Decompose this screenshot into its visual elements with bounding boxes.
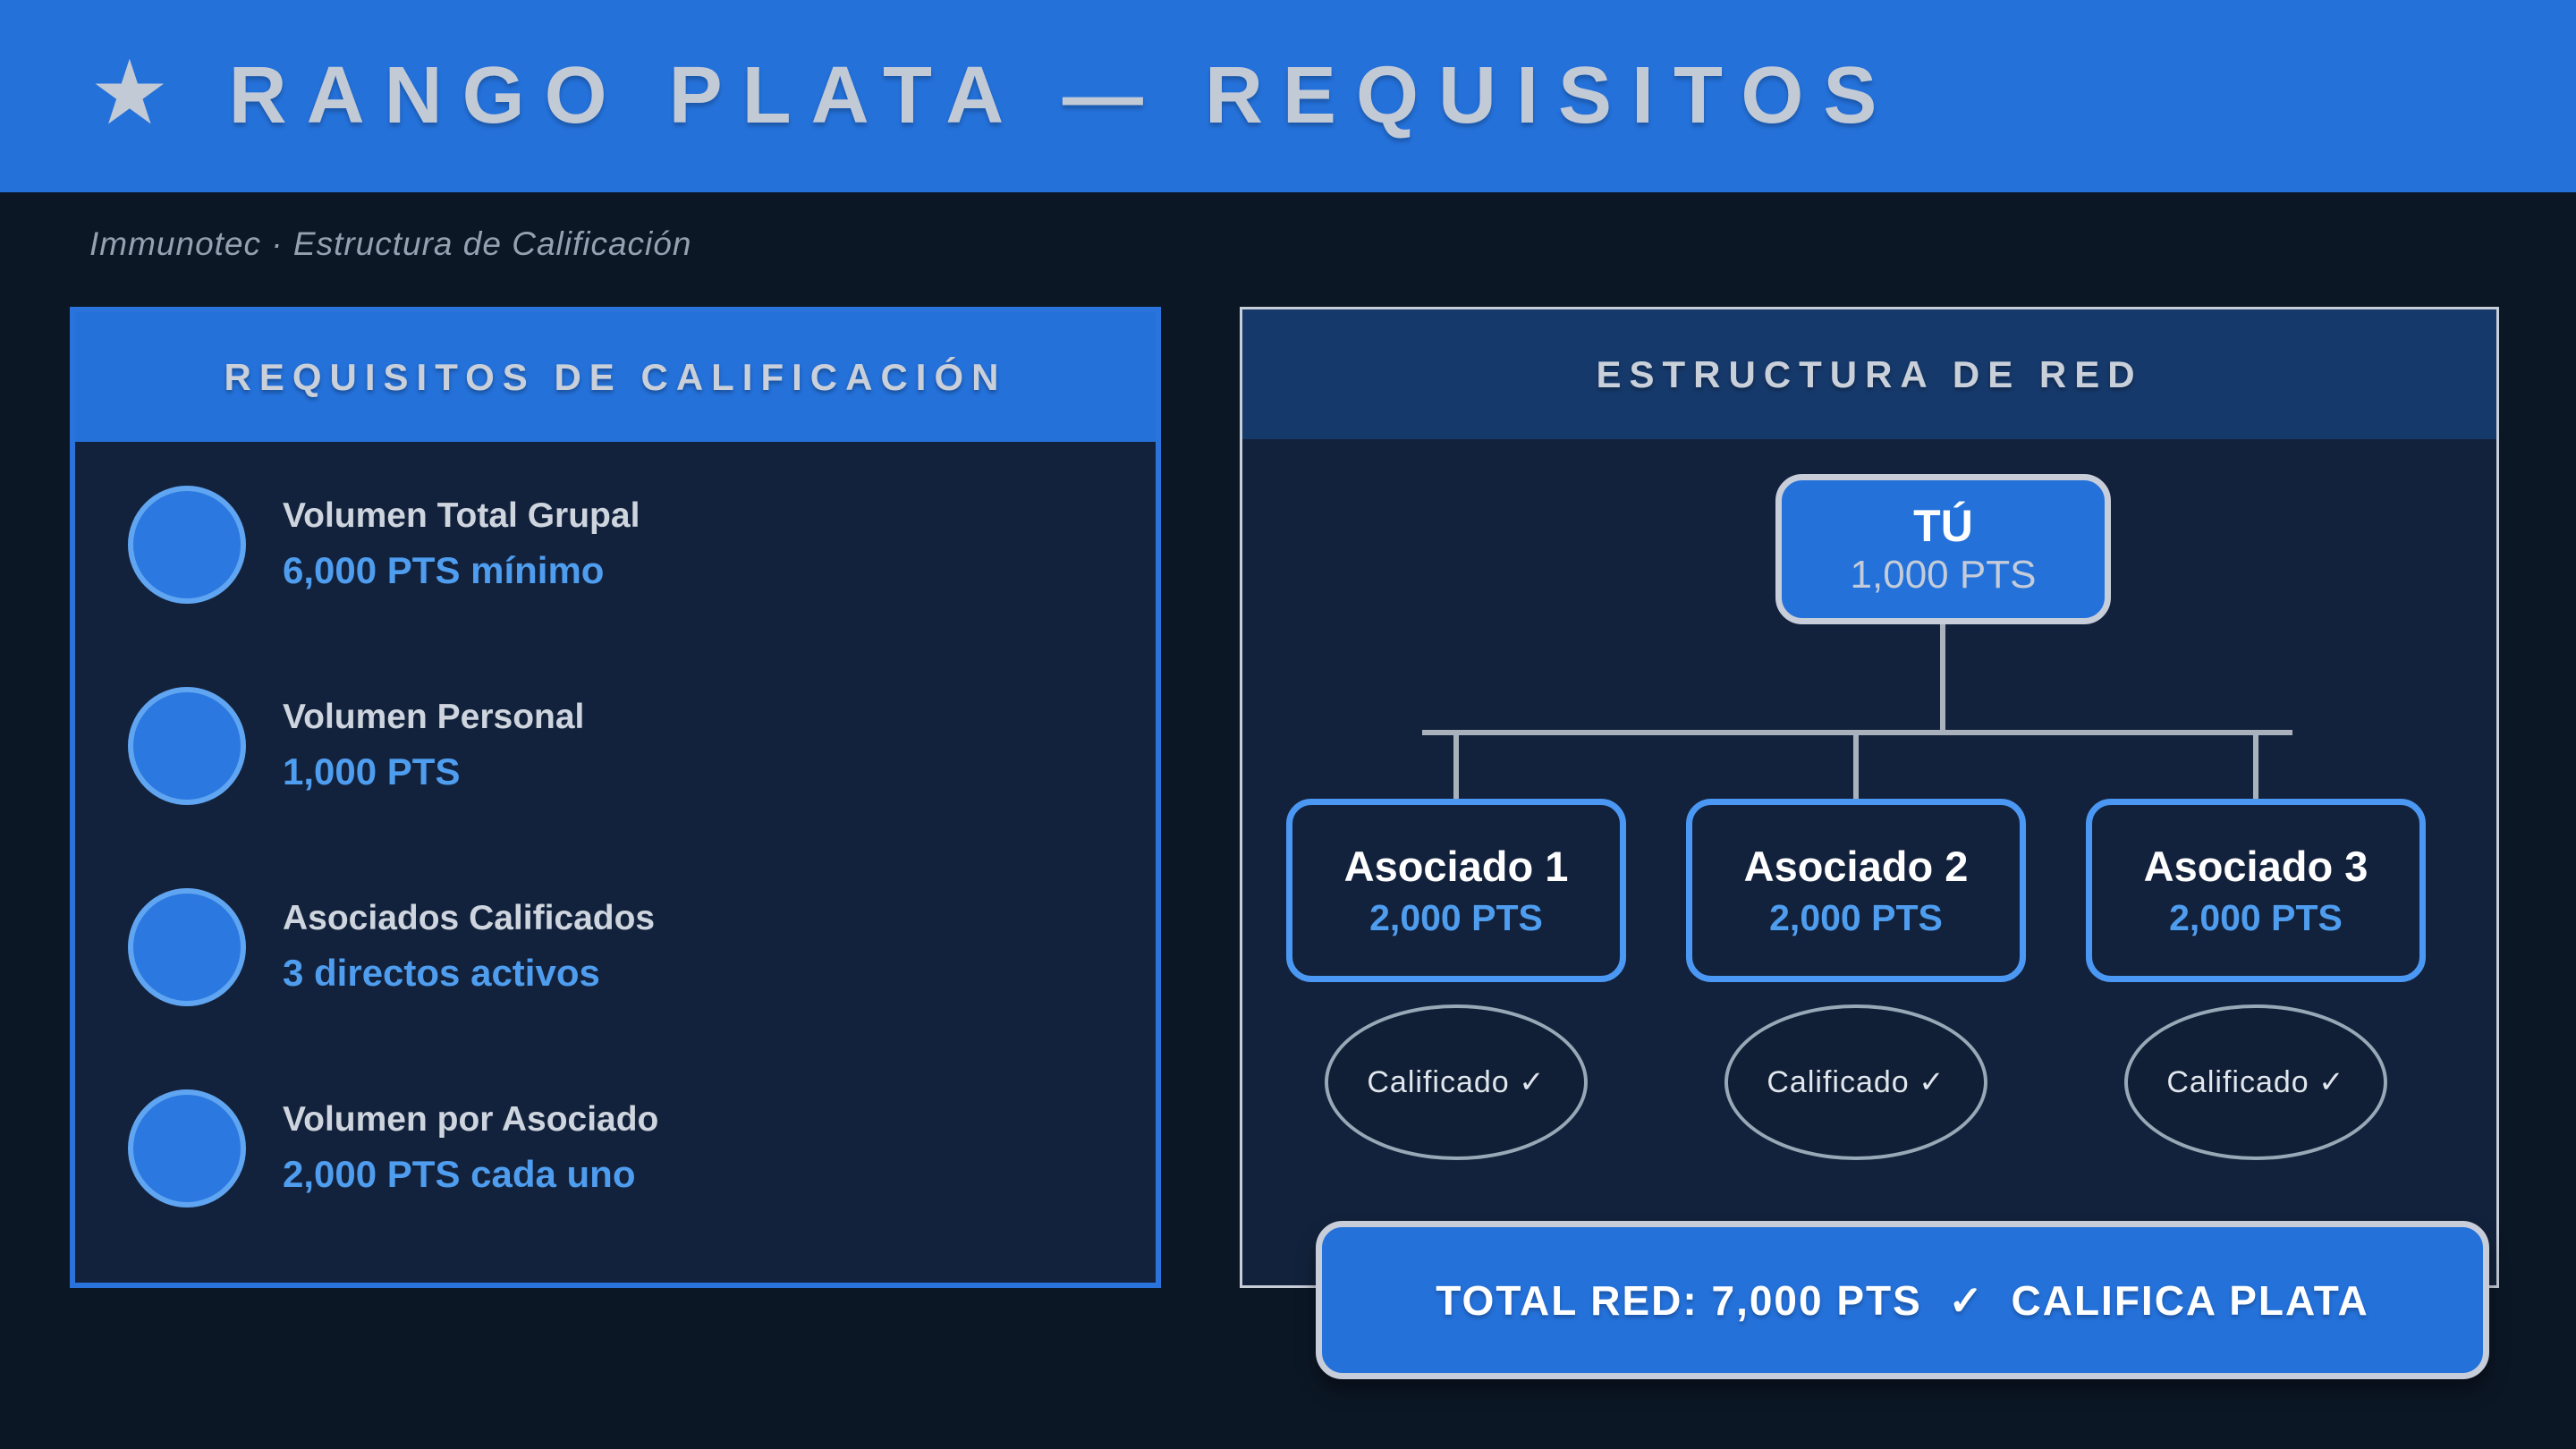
requirement-label: Volumen Personal	[283, 698, 585, 737]
node-points: 2,000 PTS	[1369, 896, 1543, 938]
associate-node: Asociado 1 2,000 PTS	[1286, 799, 1626, 982]
requirement-text: Asociados Calificados 3 directos activos	[283, 900, 655, 994]
node-points: 2,000 PTS	[2169, 896, 2343, 938]
qualified-badge: Calificado ✓	[1724, 1004, 1987, 1160]
qualified-badge: Calificado ✓	[1325, 1004, 1588, 1160]
star-icon: ★	[89, 42, 170, 143]
requirement-value: 2,000 PTS cada uno	[283, 1153, 636, 1196]
breadcrumb: Immunotec · Estructura de Calificación	[89, 225, 692, 262]
connector-line	[1853, 735, 1859, 799]
requirement-text: Volumen Total Grupal 6,000 PTS mínimo	[283, 497, 640, 591]
requirement-label: Volumen por Asociado	[283, 1100, 659, 1140]
qualified-badge-text: Calificado ✓	[1367, 1065, 1546, 1099]
bullet-circle-icon	[128, 888, 246, 1006]
root-node-tu: TÚ 1,000 PTS	[1775, 474, 2111, 624]
node-name: Asociado 2	[1743, 842, 1969, 890]
requirement-label: Volumen Total Grupal	[283, 496, 640, 536]
node-points: 1,000 PTS	[1850, 553, 2037, 597]
requirement-label: Asociados Calificados	[283, 899, 656, 938]
requirements-panel: REQUISITOS DE CALIFICACIÓN Volumen Total…	[70, 307, 1161, 1288]
connector-line	[1940, 624, 1945, 733]
node-name: Asociado 1	[1343, 842, 1569, 890]
associate-node: Asociado 2 2,000 PTS	[1686, 799, 2026, 982]
requirement-text: Volumen Personal 1,000 PTS	[283, 699, 584, 792]
requirements-panel-header: REQUISITOS DE CALIFICACIÓN	[75, 312, 1156, 442]
header-bar: ★ RANGO PLATA — REQUISITOS	[0, 0, 2576, 192]
total-banner-text: TOTAL RED: 7,000 PTS ✓ CALIFICA PLATA	[1436, 1276, 2369, 1324]
page-title: RANGO PLATA — REQUISITOS	[228, 51, 1897, 140]
requirement-value: 1,000 PTS	[283, 750, 461, 793]
bullet-circle-icon	[128, 486, 246, 604]
connector-line	[2253, 735, 2258, 799]
requirement-value: 3 directos activos	[283, 952, 600, 995]
associate-node: Asociado 3 2,000 PTS	[2086, 799, 2426, 982]
connector-line	[1453, 735, 1459, 799]
requirement-item: Volumen Personal 1,000 PTS	[128, 687, 584, 805]
network-panel: ESTRUCTURA DE RED TÚ 1,000 PTS Asociado …	[1240, 307, 2499, 1288]
connector-line	[1422, 730, 2292, 735]
requirement-value: 6,000 PTS mínimo	[283, 549, 605, 592]
node-name: TÚ	[1913, 501, 1973, 551]
requirement-item: Asociados Calificados 3 directos activos	[128, 888, 655, 1006]
node-name: Asociado 3	[2143, 842, 2368, 890]
network-panel-header: ESTRUCTURA DE RED	[1242, 309, 2496, 439]
total-banner: TOTAL RED: 7,000 PTS ✓ CALIFICA PLATA	[1316, 1221, 2489, 1379]
qualified-badge-text: Calificado ✓	[1767, 1065, 1945, 1099]
requirement-item: Volumen por Asociado 2,000 PTS cada uno	[128, 1089, 658, 1208]
requirement-text: Volumen por Asociado 2,000 PTS cada uno	[283, 1101, 658, 1195]
bullet-circle-icon	[128, 1089, 246, 1208]
qualified-badge: Calificado ✓	[2124, 1004, 2387, 1160]
qualified-badge-text: Calificado ✓	[2166, 1065, 2345, 1099]
requirements-panel-title: REQUISITOS DE CALIFICACIÓN	[224, 355, 1007, 398]
node-points: 2,000 PTS	[1769, 896, 1943, 938]
network-panel-title: ESTRUCTURA DE RED	[1596, 352, 2143, 395]
bullet-circle-icon	[128, 687, 246, 805]
requirement-item: Volumen Total Grupal 6,000 PTS mínimo	[128, 486, 640, 604]
